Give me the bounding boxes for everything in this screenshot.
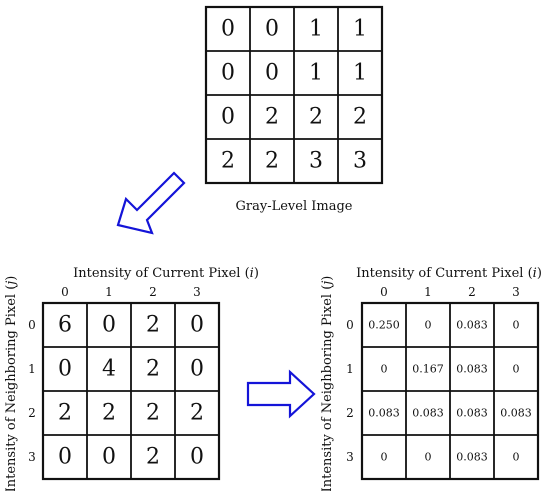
count-matrix-x-label: Intensity of Current Pixel (i) bbox=[73, 266, 259, 281]
matrix-cell: 0 bbox=[190, 313, 204, 338]
normalized-matrix-y-label: Intensity of Neighboring Pixel (j) bbox=[320, 276, 335, 491]
matrix-cell: 0 bbox=[190, 357, 204, 382]
matrix-cell: 2 bbox=[309, 105, 323, 130]
matrix-cell: 0 bbox=[221, 17, 235, 42]
matrix-cell: 2 bbox=[102, 401, 116, 426]
row-tick-label: 0 bbox=[346, 318, 354, 332]
matrix-cell: 4 bbox=[102, 357, 116, 382]
col-tick-label: 2 bbox=[149, 285, 157, 299]
matrix-cell: 0 bbox=[265, 61, 279, 86]
matrix-cell: 0.083 bbox=[368, 407, 400, 420]
col-tick-label: 0 bbox=[380, 285, 388, 299]
matrix-cell: 0 bbox=[381, 451, 388, 464]
matrix-cell: 2 bbox=[146, 445, 160, 470]
count-matrix-y-label: Intensity of Neighboring Pixel (j) bbox=[4, 276, 19, 491]
count-matrix-grid bbox=[43, 303, 219, 479]
normalized-matrix-grid bbox=[362, 303, 538, 479]
matrix-cell: 0 bbox=[221, 61, 235, 86]
matrix-cell: 0 bbox=[425, 451, 432, 464]
matrix-cell: 0.083 bbox=[500, 407, 532, 420]
matrix-cell: 2 bbox=[265, 149, 279, 174]
matrix-cell: 0 bbox=[513, 319, 520, 332]
matrix-cell: 3 bbox=[309, 149, 323, 174]
matrix-cell: 1 bbox=[309, 17, 323, 42]
matrix-cell: 2 bbox=[146, 313, 160, 338]
matrix-cell: 2 bbox=[58, 401, 72, 426]
normalized-matrix-cells: 0.250 0 0.083 0 0 0.167 0.083 0 0.083 0.083 0.083 0… bbox=[368, 319, 532, 464]
matrix-cell: 0.250 bbox=[368, 319, 400, 332]
matrix-cell: 0 bbox=[425, 319, 432, 332]
matrix-cell: 0 bbox=[513, 451, 520, 464]
matrix-cell: 0 bbox=[513, 363, 520, 376]
col-tick-label: 2 bbox=[468, 285, 476, 299]
matrix-cell: 0 bbox=[58, 357, 72, 382]
matrix-cell: 0.083 bbox=[456, 407, 488, 420]
row-tick-label: 2 bbox=[346, 406, 354, 420]
normalized-matrix: Intensity of Current Pixel (i) 0 1 2 3 0 1 2 3… bbox=[320, 266, 542, 491]
row-tick-label: 1 bbox=[28, 362, 36, 376]
matrix-cell: 0.083 bbox=[456, 319, 488, 332]
matrix-cell: 2 bbox=[353, 105, 367, 130]
matrix-cell: 1 bbox=[353, 61, 367, 86]
matrix-cell: 2 bbox=[146, 357, 160, 382]
col-tick-label: 0 bbox=[61, 285, 69, 299]
matrix-cell: 0.083 bbox=[412, 407, 444, 420]
matrix-cell: 1 bbox=[353, 17, 367, 42]
normalized-matrix-row-ticks: 0 1 2 3 bbox=[346, 318, 354, 464]
row-tick-label: 3 bbox=[28, 450, 36, 464]
matrix-cell: 0 bbox=[221, 105, 235, 130]
matrix-cell: 6 bbox=[58, 313, 72, 338]
gray-image-caption: Gray-Level Image bbox=[236, 199, 353, 214]
matrix-cell: 0 bbox=[381, 363, 388, 376]
right-arrow-icon bbox=[246, 369, 316, 419]
matrix-cell: 2 bbox=[190, 401, 204, 426]
matrix-cell: 3 bbox=[353, 149, 367, 174]
matrix-cell: 0.083 bbox=[456, 363, 488, 376]
row-tick-label: 1 bbox=[346, 362, 354, 376]
col-tick-label: 1 bbox=[105, 285, 113, 299]
row-tick-label: 3 bbox=[346, 450, 354, 464]
gray-image-grid bbox=[206, 7, 382, 183]
gray-level-image: 0 0 1 1 0 0 1 1 0 2 2 2 2 2 3 3 Gray-Level Image bbox=[204, 5, 384, 214]
matrix-cell: 0 bbox=[102, 313, 116, 338]
matrix-cell: 0.167 bbox=[412, 363, 444, 376]
normalized-matrix-col-ticks: 0 1 2 3 bbox=[380, 285, 520, 299]
count-matrix-cells: 6 0 2 0 0 4 2 0 2 2 2 2 0 0 2 0 bbox=[58, 313, 204, 470]
matrix-cell: 1 bbox=[309, 61, 323, 86]
matrix-cell: 0 bbox=[58, 445, 72, 470]
col-tick-label: 3 bbox=[193, 285, 201, 299]
matrix-cell: 2 bbox=[265, 105, 279, 130]
count-matrix-col-ticks: 0 1 2 3 bbox=[61, 285, 201, 299]
count-matrix-row-ticks: 0 1 2 3 bbox=[28, 318, 36, 464]
matrix-cell: 0 bbox=[265, 17, 279, 42]
matrix-cell: 0 bbox=[102, 445, 116, 470]
gray-image-cells: 0 0 1 1 0 0 1 1 0 2 2 2 2 2 3 3 bbox=[221, 17, 367, 174]
down-left-arrow-icon bbox=[116, 171, 186, 235]
matrix-cell: 2 bbox=[221, 149, 235, 174]
matrix-cell: 2 bbox=[146, 401, 160, 426]
row-tick-label: 0 bbox=[28, 318, 36, 332]
matrix-cell: 0 bbox=[190, 445, 204, 470]
normalized-matrix-x-label: Intensity of Current Pixel (i) bbox=[356, 266, 542, 281]
matrix-cell: 0.083 bbox=[456, 451, 488, 464]
count-matrix: Intensity of Current Pixel (i) 0 1 2 3 0 1 2 3… bbox=[4, 266, 259, 491]
col-tick-label: 3 bbox=[512, 285, 520, 299]
row-tick-label: 2 bbox=[28, 406, 36, 420]
col-tick-label: 1 bbox=[424, 285, 432, 299]
